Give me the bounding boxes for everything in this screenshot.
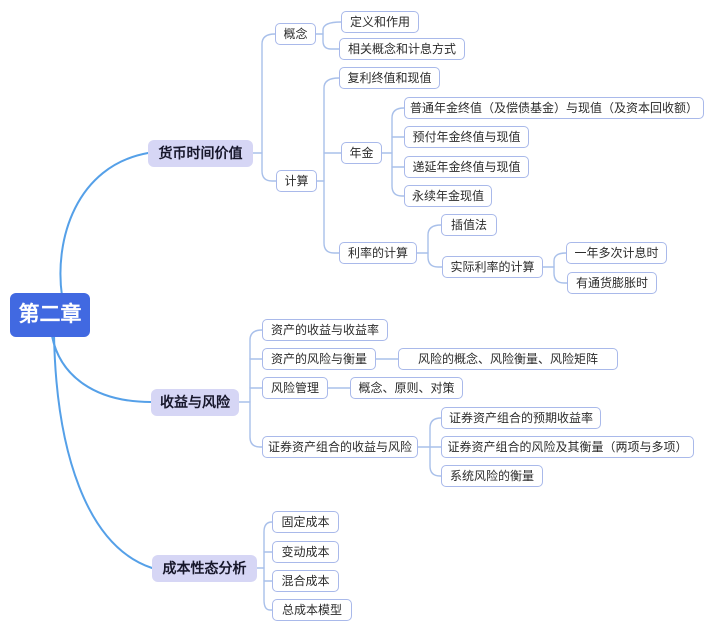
node-effective-rate-calculation[interactable]: 实际利率的计算 [442,256,543,278]
node-annuity-due[interactable]: 预付年金终值与现值 [404,126,529,148]
link-root-to-return-risk [51,335,152,403]
node-with-inflation[interactable]: 有通货膨胀时 [567,272,657,294]
node-risk-management[interactable]: 风险管理 [262,377,328,399]
node-systematic-risk-measurement[interactable]: 系统风险的衡量 [441,465,543,487]
link-bracket [391,107,405,197]
node-calculation[interactable]: 计算 [276,170,317,192]
node-asset-risk-and-measurement[interactable]: 资产的风险与衡量 [262,348,376,370]
node-total-cost-model[interactable]: 总成本模型 [272,599,352,621]
link-root-to-time-value [59,152,149,297]
node-ordinary-annuity[interactable]: 普通年金终值（及偿债基金）与现值（及资本回收额） [404,97,704,119]
node-mixed-cost[interactable]: 混合成本 [272,570,339,592]
node-deferred-annuity[interactable]: 递延年金终值与现值 [404,156,529,178]
link-bracket [263,521,273,611]
link-bracket [553,252,568,284]
node-perpetuity-pv[interactable]: 永续年金现值 [404,185,492,207]
node-asset-return-and-rate[interactable]: 资产的收益与收益率 [262,319,388,341]
node-interpolation-method[interactable]: 插值法 [441,214,497,236]
node-portfolio-risk-measurement[interactable]: 证券资产组合的风险及其衡量（两项与多项） [441,436,694,458]
node-time-value-of-money[interactable]: 货币时间价值 [148,140,253,167]
node-cost-behavior-analysis[interactable]: 成本性态分析 [152,555,257,582]
node-interest-rate-calculation[interactable]: 利率的计算 [339,242,417,264]
node-chapter-two[interactable]: 第二章 [10,293,90,337]
node-return-and-risk[interactable]: 收益与风险 [151,389,239,416]
node-concept-principle-countermeasure[interactable]: 概念、原则、对策 [350,377,463,399]
node-related-concepts-and-interest-methods[interactable]: 相关概念和计息方式 [339,38,465,60]
node-multiple-compounding-per-year[interactable]: 一年多次计息时 [566,242,667,264]
node-concept[interactable]: 概念 [275,23,316,45]
node-portfolio-expected-return[interactable]: 证券资产组合的预期收益率 [441,407,601,429]
node-risk-concept-measure-matrix[interactable]: 风险的概念、风险衡量、风险矩阵 [398,348,618,370]
link-bracket [249,329,263,448]
link-bracket [429,417,442,477]
link-bracket [323,77,340,254]
link-root-to-cost-behavior [53,333,153,569]
root-branch-links [51,152,153,569]
link-bracket [261,33,277,182]
node-variable-cost[interactable]: 变动成本 [272,541,339,563]
link-bracket [427,224,443,268]
sub-links [238,21,568,611]
node-compound-fv-pv[interactable]: 复利终值和现值 [339,67,440,89]
node-fixed-cost[interactable]: 固定成本 [272,511,339,533]
node-definition-and-function[interactable]: 定义和作用 [341,11,419,33]
link-bracket [322,21,342,50]
node-annuity[interactable]: 年金 [341,142,382,164]
node-portfolio-return-and-risk[interactable]: 证券资产组合的收益与风险 [262,436,418,458]
